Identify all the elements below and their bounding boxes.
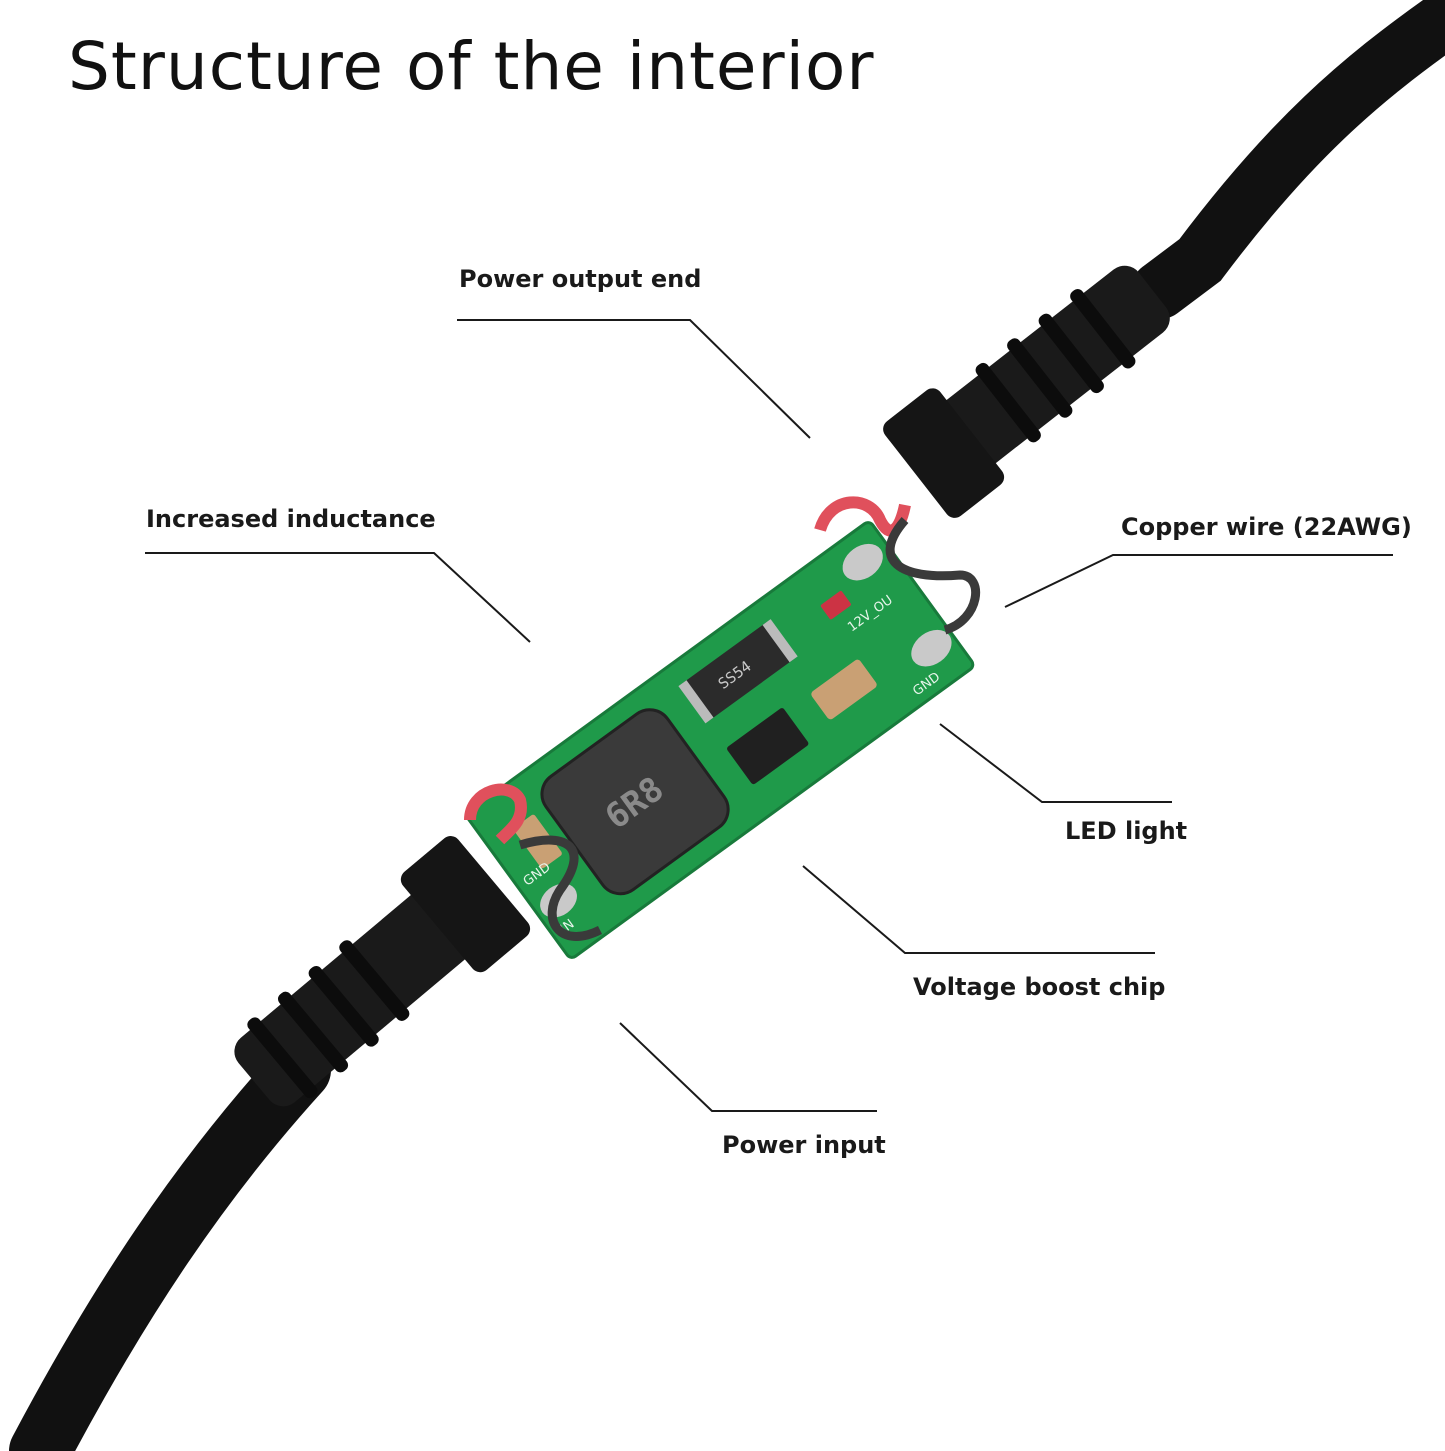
leader-voltage-boost-chip [802, 865, 1155, 954]
diode [681, 621, 795, 721]
output-cable [1131, 0, 1445, 319]
leader-led-light [939, 723, 1172, 803]
pcb-board: 6R8 SS54 12V_OU GND IN GND [465, 521, 975, 959]
leader-power-output-end [457, 319, 811, 439]
label-voltage-boost-chip: Voltage boost chip [913, 973, 1166, 1001]
black-wire-input [518, 835, 603, 941]
page-title: Structure of the interior [68, 28, 875, 105]
output-strain-relief [883, 265, 1170, 518]
boost-chip [727, 708, 809, 785]
label-led-light: LED light [1065, 817, 1188, 845]
label-copper-wire: Copper wire (22AWG) [1121, 513, 1412, 541]
leader-power-input [619, 1022, 877, 1112]
label-power-input: Power input [722, 1131, 886, 1159]
leader-increased-inductance [145, 552, 531, 643]
black-wire-output [885, 517, 980, 635]
label-increased-inductance: Increased inductance [146, 505, 436, 533]
leader-copper-wire [1004, 554, 1393, 608]
label-power-output-end: Power output end [459, 265, 702, 293]
red-wire-input [464, 783, 527, 845]
input-strain-relief [234, 836, 531, 1107]
input-cable [9, 1039, 331, 1451]
leader-lines [145, 319, 1393, 1112]
led [820, 591, 851, 620]
